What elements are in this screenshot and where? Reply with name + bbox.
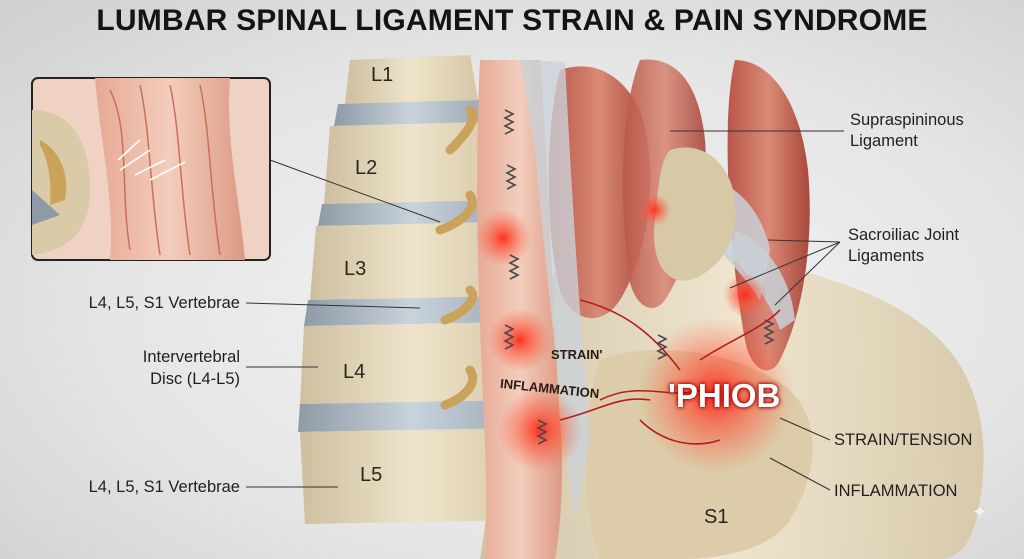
leader-lines	[245, 130, 844, 491]
ligament-tear-inset	[31, 77, 271, 261]
blood-vessels	[559, 299, 781, 445]
supraspinous-label-line2: Ligament	[850, 132, 918, 150]
sacroiliac-label-line2: Ligaments	[848, 247, 925, 265]
vertebra-label-s1: S1	[704, 506, 729, 528]
vertebrae-label-top: L4, L5, S1 Vertebrae	[88, 294, 240, 312]
nerve-roots	[435, 105, 477, 410]
vertebrae-label-bottom: L4, L5, S1 Vertebrae	[88, 478, 240, 496]
supraspinous-label-line1: Supraspininous	[850, 111, 964, 129]
vertebra-label-l4: L4	[343, 361, 366, 383]
inflammation-label: INFLAMMATION	[834, 482, 958, 500]
facet-bone-cluster	[654, 147, 736, 281]
vertebra-label-l2: L2	[355, 157, 378, 179]
sacroiliac-label-line1: Sacroiliac Joint	[848, 226, 959, 244]
sparkle-icon: ✦	[972, 502, 988, 522]
vertebra-label-l5: L5	[360, 464, 383, 486]
strain-annotation: STRAIN'	[551, 347, 603, 362]
disc-label-line2: Disc (L4-L5)	[150, 370, 240, 388]
pain-hotspot-label: 'PHIOB	[668, 377, 781, 414]
page-title: LUMBAR SPINAL LIGAMENT STRAIN & PAIN SYN…	[96, 4, 928, 37]
vertebra-label-l3: L3	[344, 258, 367, 280]
disc-label-line1: Intervertebral	[142, 348, 240, 366]
vertebra-label-l1: L1	[371, 64, 394, 86]
strain-tension-label: STRAIN/TENSION	[834, 431, 973, 449]
spring-icon	[503, 109, 775, 445]
sacroiliac-ligament-band-2	[730, 230, 795, 330]
